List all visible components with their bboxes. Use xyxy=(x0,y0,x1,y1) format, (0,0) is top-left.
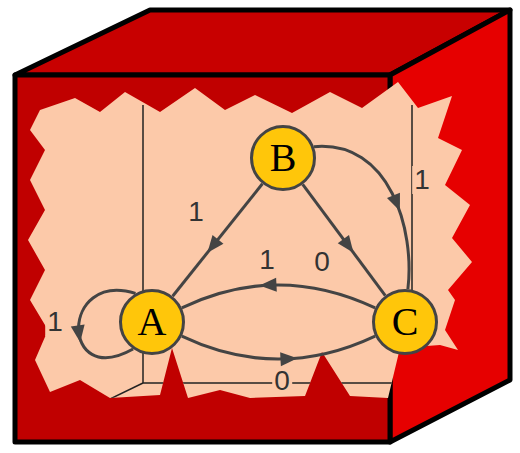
cube-back-edges xyxy=(15,105,412,445)
arrow-head xyxy=(71,324,85,342)
transition-line xyxy=(173,184,263,296)
transition-line xyxy=(182,336,375,359)
state-name: C xyxy=(392,302,419,342)
transition-line xyxy=(182,285,375,308)
arrow-head xyxy=(207,235,223,253)
transition-arrow xyxy=(182,336,375,366)
state-circle: B xyxy=(250,125,316,191)
arrow-head xyxy=(259,278,276,292)
transition-label: 1 xyxy=(45,308,65,336)
torn-hole xyxy=(28,82,472,398)
transition-label: 0 xyxy=(272,367,292,395)
arrow-head xyxy=(338,235,354,253)
state-name: A xyxy=(138,302,167,342)
transition-arrow xyxy=(303,184,386,295)
state-circle: C xyxy=(372,289,438,355)
transition-arrow xyxy=(173,184,263,296)
state-name: B xyxy=(270,138,297,178)
transition-label: 1 xyxy=(412,166,432,194)
back-edge xyxy=(15,383,143,445)
state-circle: A xyxy=(119,289,185,355)
transition-arrow xyxy=(182,278,375,308)
arrow-head xyxy=(387,193,400,211)
arrow-head xyxy=(280,352,297,366)
transition-label: 1 xyxy=(257,246,277,274)
transition-line xyxy=(303,184,386,295)
transition-label: 0 xyxy=(312,248,332,276)
transition-label: 1 xyxy=(186,198,206,226)
